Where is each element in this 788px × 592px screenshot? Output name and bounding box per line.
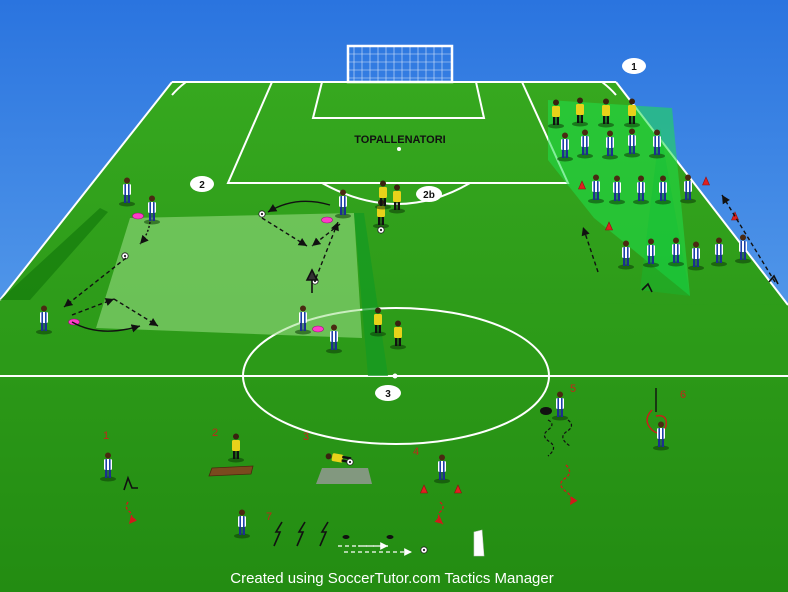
station-6: 6	[646, 388, 686, 451]
zone-marker-2: 2	[190, 176, 214, 192]
svg-text:5: 5	[570, 383, 576, 395]
svg-text:7: 7	[266, 511, 272, 523]
svg-text:2b: 2b	[423, 190, 435, 201]
svg-text:2: 2	[212, 427, 218, 439]
goal-net	[346, 44, 454, 84]
svg-text:3: 3	[385, 389, 391, 400]
footer-credit: Created using SoccerTutor.com Tactics Ma…	[230, 570, 553, 587]
svg-text:3: 3	[303, 431, 309, 443]
svg-text:1: 1	[103, 430, 109, 442]
station-3: 3	[303, 431, 372, 484]
pitch-brand-text: TOPALLENATORI	[354, 134, 445, 146]
zone-1-arrows	[581, 194, 776, 283]
station-2: 2	[208, 427, 254, 477]
svg-text:6: 6	[680, 389, 686, 401]
station-4: 4	[413, 446, 462, 525]
station-5: 5	[540, 383, 578, 506]
svg-text:2: 2	[199, 180, 205, 191]
station-1: 1	[100, 430, 138, 525]
zone-2-pass-arrows	[63, 200, 341, 333]
station-7: 7	[234, 509, 485, 557]
zone-marker-1: 1	[622, 58, 646, 74]
training-area-zone-2	[96, 213, 362, 338]
zone-marker-3: 3	[375, 385, 401, 401]
svg-text:4: 4	[413, 446, 419, 458]
zone-marker-2b: 2b	[416, 186, 442, 202]
svg-text:1: 1	[631, 62, 637, 73]
